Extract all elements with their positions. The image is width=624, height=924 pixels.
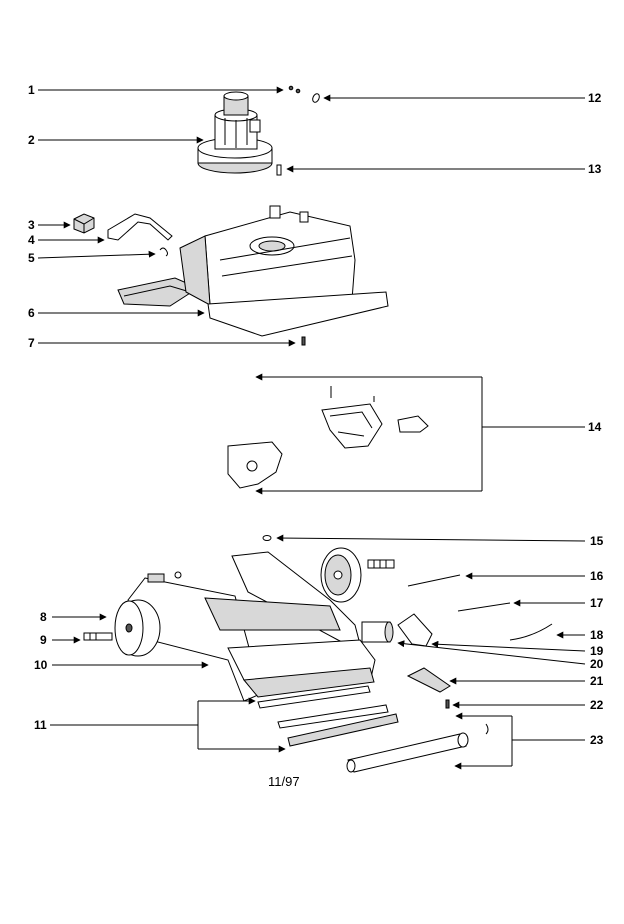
callout-21: 21 [590,674,604,688]
part-1-screws [288,85,301,94]
callout-2: 2 [28,133,35,147]
part-2-motor [197,91,273,174]
part-22-pin [445,699,450,709]
callout-20: 20 [590,657,604,671]
part-23-tube [346,723,489,773]
callout-15: 15 [590,534,604,548]
part-20-bearing-block [361,621,394,643]
part-16-belt [407,574,461,587]
callout-18: 18 [590,628,604,642]
callout-12: 12 [588,91,602,105]
part-7-pin [301,336,306,346]
callout-4: 4 [28,233,35,247]
callout-10: 10 [34,658,48,672]
part-19-cover [397,613,433,647]
part-21-bracket [406,667,451,693]
part-9-axle [83,632,113,641]
part-4-lever [107,213,173,241]
callout-7: 7 [28,336,35,350]
callout-14: 14 [588,420,602,434]
part-17-belt [457,602,511,612]
callout-11: 11 [34,718,47,732]
callout-6: 6 [28,306,35,320]
part-8-left-wheel [114,599,161,657]
part-axle-right [367,559,395,569]
callout-23: 23 [590,733,604,747]
leader-lines [37,86,586,770]
callout-8: 8 [40,610,47,624]
callout-19: 19 [590,644,604,658]
part-12-clip [312,93,320,103]
part-3-block [73,213,95,234]
part-pedal [117,277,200,307]
part-14-guards [227,386,429,489]
part-15-clip [262,535,272,541]
callout-3: 3 [28,218,35,232]
part-5-spring [159,247,168,257]
part-18-cord [509,623,553,641]
part-right-wheel [320,547,362,603]
callout-1: 1 [28,83,35,97]
date-code: 11/97 [268,774,300,789]
part-11-strips [257,685,399,747]
callout-9: 9 [40,633,47,647]
callout-16: 16 [590,569,604,583]
part-6-base-housing [179,205,389,337]
callout-13: 13 [588,162,602,176]
callout-5: 5 [28,251,35,265]
callout-17: 17 [590,596,604,610]
callout-22: 22 [590,698,604,712]
part-13-pin [276,164,282,176]
callout-labels: 1 2 3 4 5 6 7 8 9 10 11 12 13 14 15 16 1… [28,83,604,747]
part-10-body-frame [127,551,376,702]
